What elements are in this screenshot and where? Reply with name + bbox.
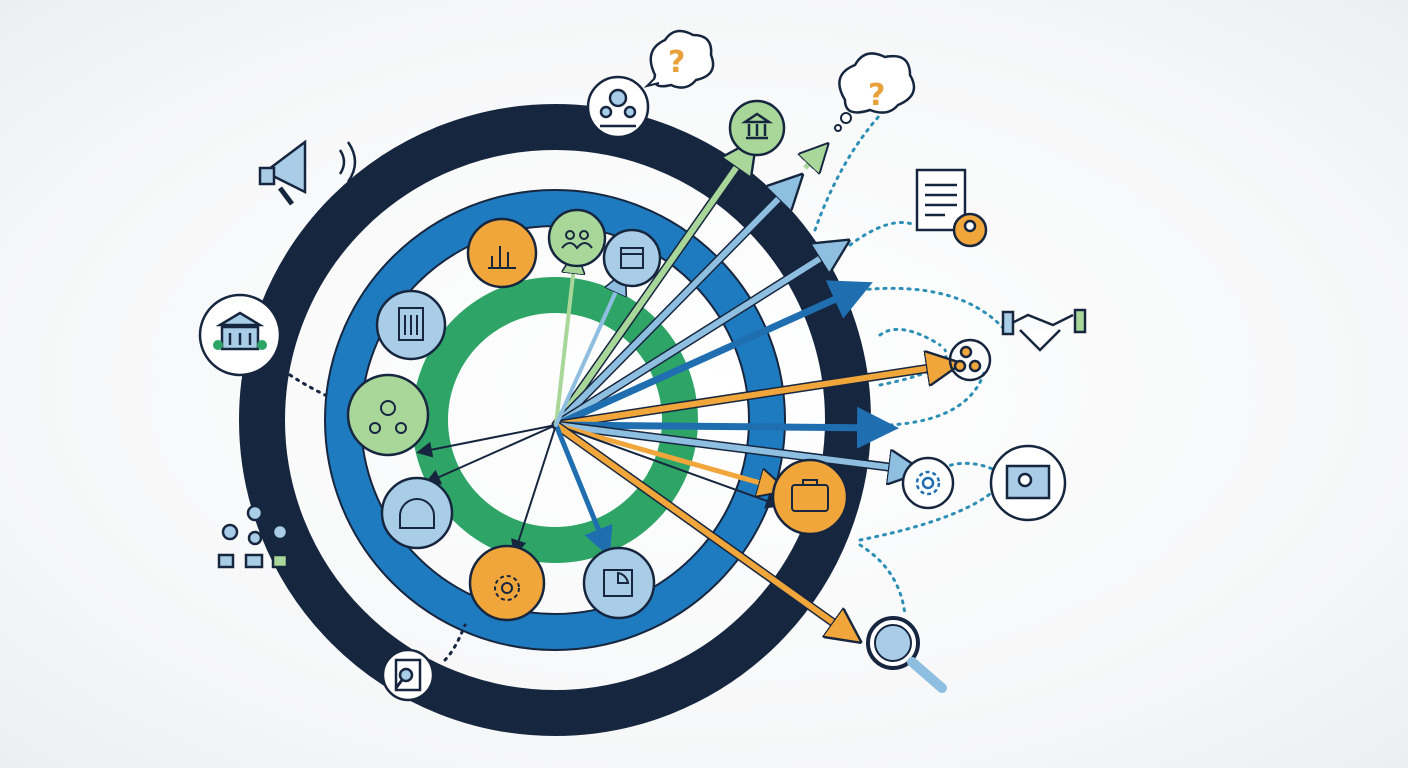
gears-icon [346, 373, 430, 457]
rings [239, 104, 871, 736]
network-icon [948, 338, 992, 382]
dotted-connectors [288, 113, 1007, 662]
outer-icons [198, 75, 1087, 702]
green-ring [412, 277, 698, 563]
gear-icon [468, 544, 546, 622]
bar-chart-icon [466, 217, 538, 289]
question-mark: ? [668, 45, 685, 80]
team-icon [547, 208, 607, 268]
small-green-arrow [805, 150, 822, 168]
bank-icon [728, 99, 786, 157]
magnifier-icon [866, 616, 947, 693]
building-icon [375, 289, 447, 361]
presenter-icon [586, 75, 650, 139]
thought-bubble-1: ? [643, 29, 715, 89]
calendar-icon [602, 228, 662, 288]
id-card-icon [989, 444, 1067, 522]
thought-bubble-2: ? [834, 52, 916, 132]
blue-ring [325, 190, 785, 650]
gear-icon [901, 456, 955, 510]
arrows [416, 148, 950, 636]
briefcase-icon [771, 458, 849, 536]
inner-icons [346, 208, 849, 622]
outer-navy-ring [239, 104, 871, 736]
pie-chart-icon [582, 546, 656, 620]
question-mark: ? [868, 78, 885, 113]
document-user-icon [915, 168, 988, 248]
dome-icon [380, 476, 454, 550]
org-chart-icon [217, 504, 289, 569]
bank-building-icon [198, 293, 282, 377]
handshake-icon [1001, 308, 1087, 352]
megaphone-icon [258, 139, 357, 206]
document-search-icon [381, 648, 435, 702]
